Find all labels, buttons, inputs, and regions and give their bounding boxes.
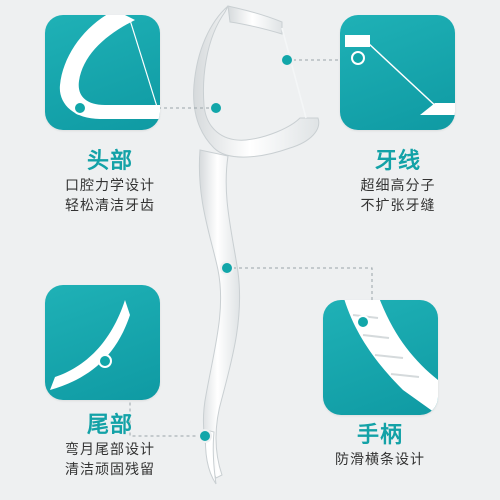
handle-title: 手柄 (356, 423, 403, 448)
tail-title: 尾部 (86, 413, 133, 438)
tail-desc-line2: 清洁顽固残留 (65, 462, 155, 478)
flosser-tail (205, 429, 217, 485)
head-title: 头部 (86, 149, 133, 174)
head-closeup-icon (59, 15, 160, 119)
floss-closeup-icon (345, 35, 455, 115)
floss-detail-panel (340, 15, 455, 130)
floss-desc-line1: 超细高分子 (360, 178, 436, 194)
tail-marker-dot (198, 429, 212, 443)
floss-title: 牙线 (374, 149, 421, 174)
floss-marker-dot (280, 53, 294, 67)
floss-caption: 牙线 超细高分子 不扩张牙缝 (333, 148, 463, 216)
head-detail-panel (45, 15, 160, 130)
handle-marker-dot (220, 261, 234, 275)
handle-closeup-icon (344, 300, 438, 415)
flosser-upper-arm (227, 5, 283, 35)
head-marker-dot (209, 101, 223, 115)
head-desc-line1: 口腔力学设计 (65, 178, 155, 194)
tail-desc-line1: 弯月尾部设计 (65, 442, 155, 458)
handle-detail-panel (323, 300, 438, 415)
tail-caption: 尾部 弯月尾部设计 清洁顽固残留 (45, 412, 175, 480)
handle-desc-line1: 防滑横条设计 (335, 452, 425, 468)
tail-closeup-icon (50, 300, 130, 390)
head-desc-line2: 轻松清洁牙齿 (65, 198, 155, 214)
handle-caption: 手柄 防滑横条设计 (315, 422, 445, 470)
tail-detail-panel (45, 285, 160, 400)
floss-string (281, 27, 307, 119)
flosser-head (193, 5, 320, 158)
floss-desc-line2: 不扩张牙缝 (360, 198, 436, 214)
head-caption: 头部 口腔力学设计 轻松清洁牙齿 (45, 148, 175, 216)
